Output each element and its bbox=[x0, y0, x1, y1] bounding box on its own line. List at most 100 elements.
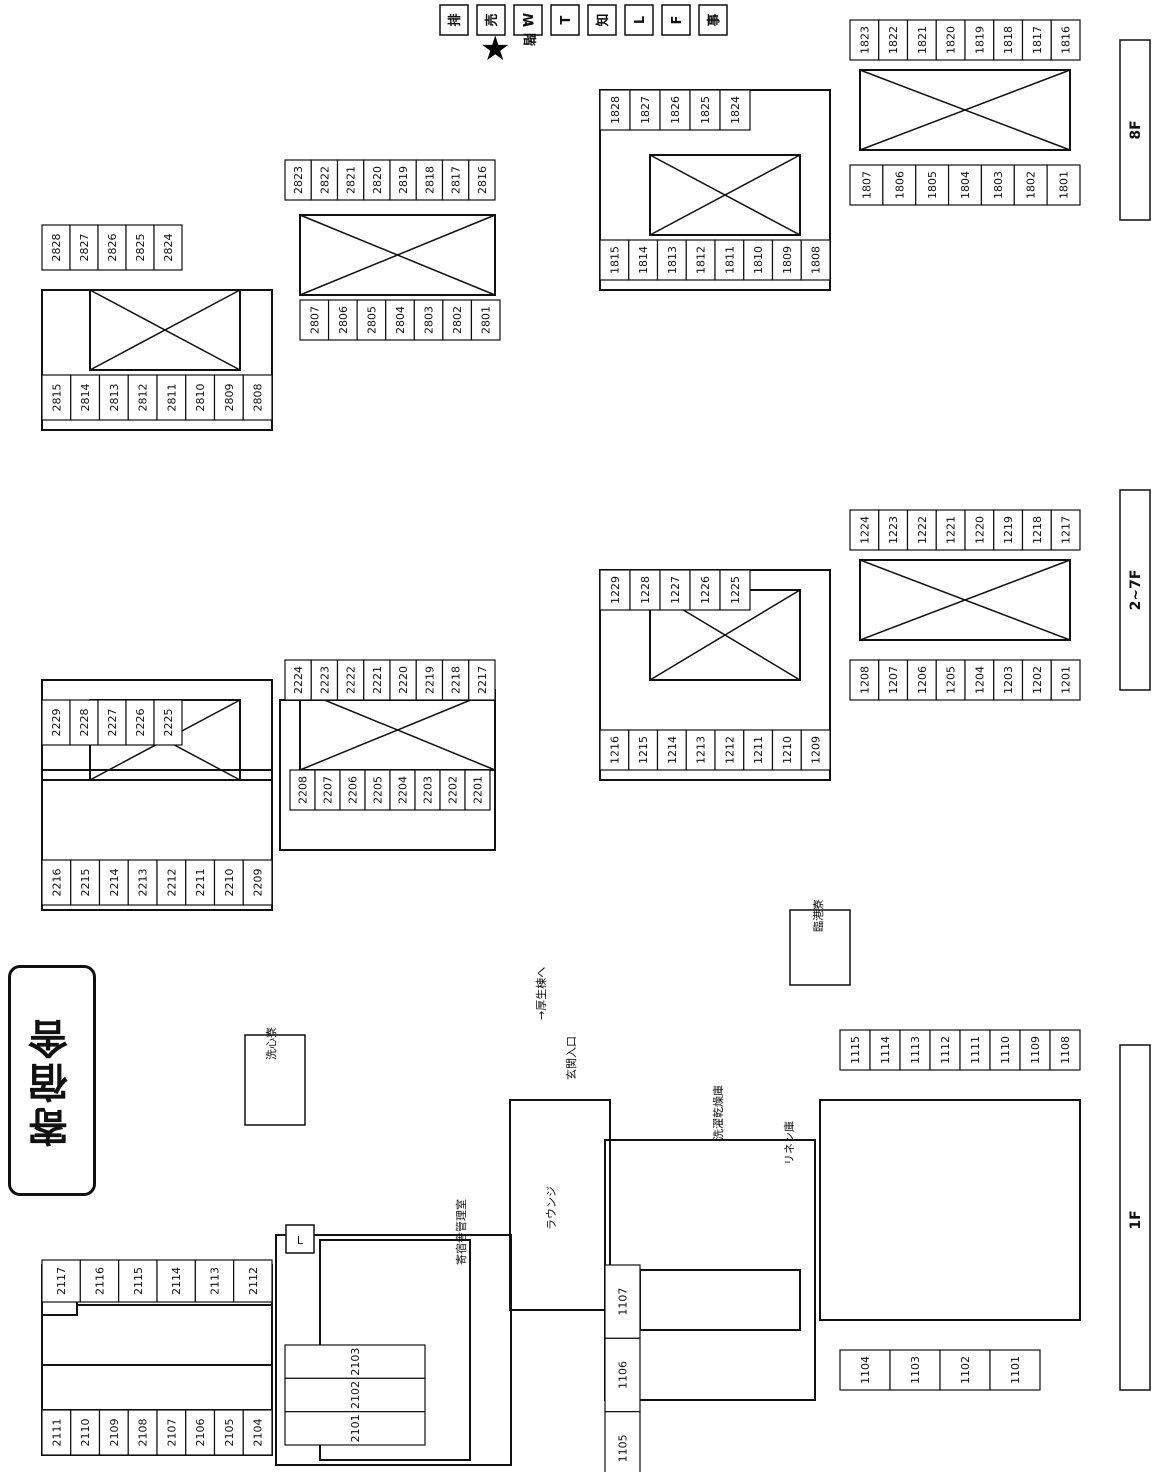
room-2101-label: 2101 bbox=[349, 1414, 362, 1442]
room-2814-box bbox=[70, 374, 101, 421]
room-2205-label: 2205 bbox=[372, 776, 385, 804]
room-2812-box bbox=[127, 374, 158, 421]
room-2801-label: 2801 bbox=[480, 306, 493, 334]
room-2212-box bbox=[156, 859, 187, 906]
room-2102-label: 2102 bbox=[349, 1381, 362, 1409]
room-1107-label: 1107 bbox=[617, 1288, 630, 1316]
room-1211-label: 1211 bbox=[752, 736, 765, 764]
room-1818-box bbox=[993, 19, 1024, 61]
linen-label: リネン庫 bbox=[782, 1121, 796, 1165]
room-1223-label: 1223 bbox=[887, 516, 900, 544]
room-1204-box bbox=[964, 659, 995, 701]
entrance-label: 玄関入口 bbox=[564, 1036, 578, 1080]
room-2213-label: 2213 bbox=[137, 869, 150, 897]
room-2206-box bbox=[339, 769, 366, 811]
legend-star-icon: ★ bbox=[480, 29, 510, 69]
room-1104-box bbox=[839, 1349, 891, 1391]
room-1111-label: 1111 bbox=[969, 1036, 982, 1064]
room-1212-box bbox=[714, 729, 745, 771]
room-1228-box bbox=[629, 569, 661, 611]
room-1813-label: 1813 bbox=[666, 246, 679, 274]
room-2107-box bbox=[156, 1409, 187, 1456]
room-2224-label: 2224 bbox=[292, 666, 305, 694]
room-1801-label: 1801 bbox=[1058, 171, 1071, 199]
room-2802-label: 2802 bbox=[451, 306, 464, 334]
svg-text:1F: 1F bbox=[1128, 1210, 1144, 1229]
room-1825-box bbox=[689, 89, 721, 131]
room-2215-label: 2215 bbox=[79, 869, 92, 897]
room-2827-label: 2827 bbox=[78, 234, 91, 262]
room-2824-label: 2824 bbox=[162, 234, 175, 262]
room-2229-label: 2229 bbox=[50, 709, 63, 737]
room-1218-label: 1218 bbox=[1031, 516, 1044, 544]
room-1825-label: 1825 bbox=[699, 96, 712, 124]
room-1103-box bbox=[889, 1349, 941, 1391]
room-2818-label: 2818 bbox=[423, 166, 436, 194]
floor-label-8f: 8F bbox=[1119, 39, 1151, 221]
room-2821-label: 2821 bbox=[345, 166, 358, 194]
room-1207-label: 1207 bbox=[887, 666, 900, 694]
room-1105-box bbox=[604, 1411, 641, 1472]
room-1107-box bbox=[604, 1264, 641, 1339]
legend-mark-2 bbox=[513, 4, 543, 36]
room-1101-box bbox=[989, 1349, 1041, 1391]
room-2809-label: 2809 bbox=[223, 384, 236, 412]
room-2108-box bbox=[127, 1409, 158, 1456]
room-1209-box bbox=[800, 729, 831, 771]
room-1821-label: 1821 bbox=[916, 26, 929, 54]
room-1206-box bbox=[906, 659, 937, 701]
room-2810-box bbox=[185, 374, 216, 421]
room-2822-label: 2822 bbox=[318, 166, 331, 194]
room-2819-label: 2819 bbox=[397, 166, 410, 194]
elevator-label: L bbox=[297, 1234, 304, 1247]
room-2115-label: 2115 bbox=[132, 1267, 145, 1295]
legend-mark-1 bbox=[476, 4, 506, 36]
room-1811-label: 1811 bbox=[723, 246, 736, 274]
room-1229-label: 1229 bbox=[609, 576, 622, 604]
room-2209-box bbox=[242, 859, 273, 906]
legend-mark-7 bbox=[698, 4, 728, 36]
room-2210-label: 2210 bbox=[223, 869, 236, 897]
room-2805-box bbox=[356, 299, 387, 341]
room-1805-box bbox=[915, 164, 950, 206]
room-2801-box bbox=[470, 299, 501, 341]
room-1816-box bbox=[1050, 19, 1081, 61]
room-2207-box bbox=[314, 769, 341, 811]
room-2823-label: 2823 bbox=[292, 166, 305, 194]
legend-mark-label-2: W bbox=[522, 13, 537, 27]
room-1807-label: 1807 bbox=[860, 171, 873, 199]
room-2117-box bbox=[41, 1259, 81, 1303]
room-2201-label: 2201 bbox=[472, 776, 485, 804]
room-2104-label: 2104 bbox=[252, 1419, 265, 1447]
room-1824-box bbox=[719, 89, 751, 131]
room-2211-label: 2211 bbox=[194, 869, 207, 897]
room-1808-box bbox=[800, 239, 831, 281]
room-2809-box bbox=[213, 374, 244, 421]
room-2110-label: 2110 bbox=[79, 1419, 92, 1447]
room-1221-box bbox=[935, 509, 966, 551]
room-2101-box bbox=[284, 1411, 426, 1446]
room-2202-box bbox=[439, 769, 466, 811]
room-1818-label: 1818 bbox=[1002, 26, 1015, 54]
room-2114-box bbox=[156, 1259, 196, 1303]
room-1219-box bbox=[993, 509, 1024, 551]
room-2210-box bbox=[213, 859, 244, 906]
room-2224-box bbox=[284, 659, 312, 701]
legend-star-text: ：階 bbox=[521, 20, 537, 46]
room-2816-box bbox=[468, 159, 496, 201]
room-1229-box bbox=[599, 569, 631, 611]
room-2825-label: 2825 bbox=[134, 234, 147, 262]
legend-mark-label-7: 事 bbox=[706, 13, 722, 26]
room-2813-box bbox=[98, 374, 129, 421]
hanto-dorm-box bbox=[789, 909, 851, 986]
